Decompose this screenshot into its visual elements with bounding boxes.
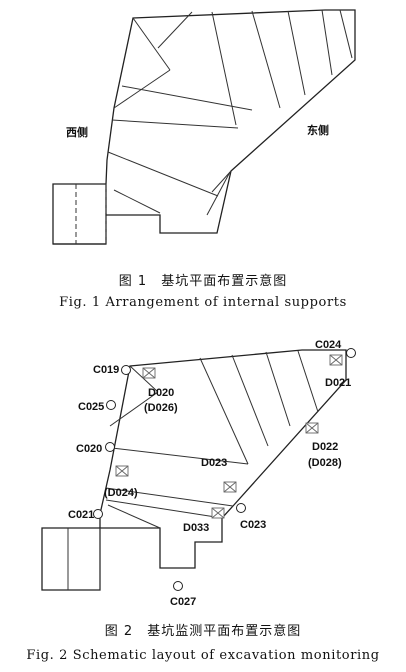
c023-label: C023 bbox=[240, 519, 266, 531]
fig1-strut-1 bbox=[132, 17, 171, 71]
fig1-strut-7 bbox=[321, 9, 333, 76]
d020-marker bbox=[142, 367, 156, 379]
c025-marker bbox=[106, 400, 116, 410]
fig2-strut-3 bbox=[199, 357, 249, 465]
figure-2-caption-cn: 图 2 基坑监测平面布置示意图 bbox=[104, 624, 302, 639]
fig2-strut-6 bbox=[297, 350, 319, 413]
fig2-strut-10 bbox=[107, 504, 161, 529]
figure-1-support-layout: 西侧 东侧 bbox=[0, 0, 406, 270]
fig1-strut-9 bbox=[111, 119, 239, 129]
c023-marker bbox=[236, 503, 246, 513]
c021-label: C021 bbox=[68, 509, 94, 521]
c020-label: C020 bbox=[76, 443, 102, 455]
d020-label: D020 bbox=[148, 387, 174, 399]
d033-marker bbox=[211, 507, 225, 519]
fig2-strut-7 bbox=[111, 447, 249, 465]
d024-marker bbox=[115, 465, 129, 477]
c019-marker bbox=[121, 365, 131, 375]
d021-marker bbox=[329, 354, 343, 366]
d022-label: D022 bbox=[312, 441, 338, 453]
c024-marker bbox=[346, 348, 356, 358]
west-side-label: 西侧 bbox=[66, 125, 88, 139]
c019-label: C019 bbox=[93, 364, 119, 376]
d023-label: D023 bbox=[201, 457, 227, 469]
fig1-strut-14 bbox=[211, 170, 232, 193]
c024-label: C024 bbox=[315, 339, 342, 351]
fig2-strut-1 bbox=[129, 365, 159, 393]
d022-marker bbox=[305, 422, 319, 434]
figure-1-drawing: 西侧 东侧 bbox=[52, 9, 356, 245]
d021-label: D021 bbox=[325, 377, 351, 389]
figure-2-caption-en: Fig. 2 Schematic layout of excavation mo… bbox=[26, 648, 380, 663]
d023-marker bbox=[223, 481, 237, 493]
fig1-strut-5 bbox=[251, 10, 281, 109]
c020-marker bbox=[105, 442, 115, 452]
fig1-strut-13 bbox=[206, 171, 231, 216]
fig2-strut-8 bbox=[105, 487, 234, 507]
d028-label: (D028) bbox=[308, 457, 342, 469]
d026-label: (D026) bbox=[144, 402, 178, 414]
fig2-strut-5 bbox=[265, 351, 291, 427]
fig2-strut-2 bbox=[109, 391, 159, 427]
fig1-strut-8 bbox=[339, 9, 353, 59]
fig2-left-block bbox=[41, 527, 101, 591]
fig1-strut-4 bbox=[211, 11, 237, 126]
figure-2-drawing: C024 D021 C019 D020 (D026) C025 C020 D02… bbox=[41, 339, 356, 608]
d033-label: D033 bbox=[183, 522, 209, 534]
c027-label: C027 bbox=[170, 596, 196, 608]
figure-1-caption-cn: 图 1 基坑平面布置示意图 bbox=[118, 274, 288, 289]
fig2-pit-outline bbox=[99, 349, 347, 569]
fig1-pit-outline bbox=[52, 9, 356, 245]
c027-marker bbox=[173, 581, 183, 591]
c025-label: C025 bbox=[78, 401, 104, 413]
fig1-strut-12 bbox=[113, 189, 161, 214]
fig2-strut-4 bbox=[231, 354, 269, 447]
fig1-strut-10 bbox=[121, 85, 253, 111]
figure-1-caption-en: Fig. 1 Arrangement of internal supports bbox=[59, 295, 347, 310]
figure-2-monitoring-layout: C024 D021 C019 D020 (D026) C025 C020 D02… bbox=[0, 330, 406, 612]
fig1-strut-6 bbox=[287, 10, 306, 96]
east-side-label: 东侧 bbox=[307, 123, 329, 137]
fig1-strut-3 bbox=[157, 11, 193, 49]
fig2-strut-9 bbox=[105, 499, 223, 519]
d024-label: (D024) bbox=[104, 487, 138, 499]
fig1-strut-11 bbox=[107, 151, 219, 197]
fig1-strut-2 bbox=[113, 69, 171, 109]
c021-marker bbox=[93, 509, 103, 519]
